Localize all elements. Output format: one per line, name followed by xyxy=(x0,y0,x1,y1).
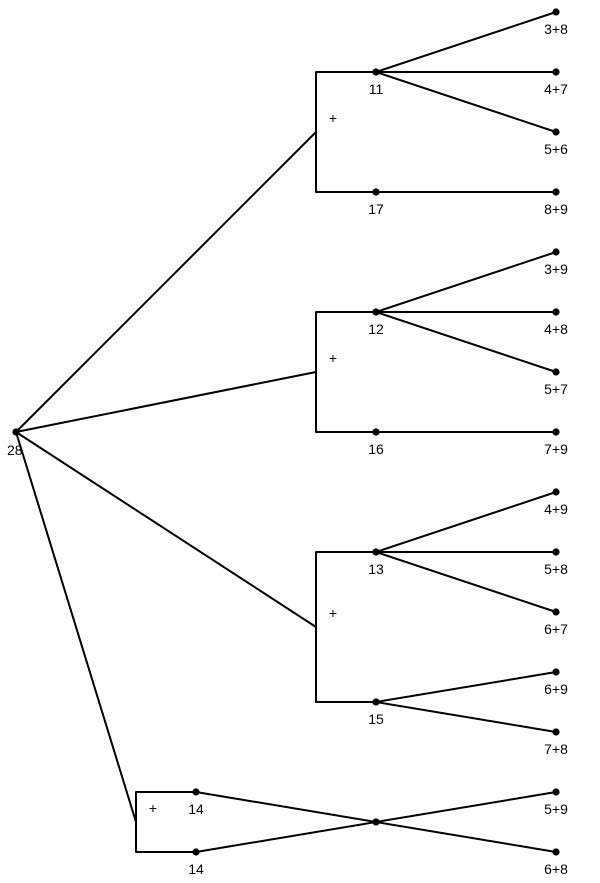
leaf-label-g2-a-2: 4+8 xyxy=(544,321,568,337)
edge-g2-a-leaf1 xyxy=(375,251,557,313)
subtotal-node-g4-a xyxy=(192,788,200,796)
bracket-g1 xyxy=(315,71,377,193)
leaf-node-g2-a-1 xyxy=(552,248,560,256)
leaf-label-g1-b-1: 8+9 xyxy=(544,201,568,217)
leaf-node-g3-a-2 xyxy=(552,548,560,556)
leaf-label-g3-a-2: 5+8 xyxy=(544,561,568,577)
subtotal-node-g4-b xyxy=(192,848,200,856)
plus-sign-g4: + xyxy=(149,800,157,816)
leaf-label-g3-b-2: 7+8 xyxy=(544,741,568,757)
edge-g3-b-leaf2 xyxy=(375,701,557,733)
bracket-g4 xyxy=(135,791,197,853)
plus-sign-g1: + xyxy=(329,110,337,126)
subtotal-node-g2-b xyxy=(372,428,380,436)
edge-root-g4 xyxy=(15,431,137,823)
subtotal-node-g1-b xyxy=(372,188,380,196)
labels: 28 + + + + 11 17 12 16 13 15 14 14 3+8 4… xyxy=(7,21,568,877)
leaf-label-g4-1: 5+9 xyxy=(544,801,568,817)
plus-sign-g3: + xyxy=(329,605,337,621)
leaf-node-g1-a-2 xyxy=(552,68,560,76)
leaf-label-g2-a-3: 5+7 xyxy=(544,381,568,397)
edges xyxy=(15,11,557,853)
leaf-node-g3-a-3 xyxy=(552,608,560,616)
bracket-g2 xyxy=(315,311,377,433)
subtotal-node-g3-a xyxy=(372,548,380,556)
leaf-label-g2-b-1: 7+9 xyxy=(544,441,568,457)
edge-g3-b-leaf1 xyxy=(375,671,557,703)
edge-g1-a-leaf3 xyxy=(375,71,557,133)
leaf-label-g3-b-1: 6+9 xyxy=(544,681,568,697)
leaf-node-g4-2 xyxy=(552,848,560,856)
leaf-node-g1-a-1 xyxy=(552,8,560,16)
subtotal-label-g3-a: 13 xyxy=(368,561,384,577)
edge-g1-a-leaf1 xyxy=(375,11,557,73)
leaf-node-g3-a-1 xyxy=(552,488,560,496)
root-label: 28 xyxy=(7,442,23,458)
leaf-node-g1-b-1 xyxy=(552,188,560,196)
edge-root-g1 xyxy=(15,131,317,433)
subtotal-label-g1-a: 11 xyxy=(369,81,384,97)
subtotal-label-g1-b: 17 xyxy=(368,201,384,217)
leaf-label-g4-2: 6+8 xyxy=(544,861,568,877)
subtotal-label-g2-b: 16 xyxy=(368,441,384,457)
subtotal-label-g4-a: 14 xyxy=(188,801,204,817)
leaf-label-g3-a-3: 6+7 xyxy=(544,621,568,637)
leaf-node-g2-a-3 xyxy=(552,368,560,376)
leaf-node-g3-b-1 xyxy=(552,668,560,676)
subtotal-node-g1-a xyxy=(372,68,380,76)
leaf-node-g3-b-2 xyxy=(552,728,560,736)
root-node xyxy=(12,428,20,436)
subtotal-label-g2-a: 12 xyxy=(368,321,384,337)
leaf-label-g2-a-1: 3+9 xyxy=(544,261,568,277)
nodes xyxy=(12,8,560,856)
leaf-label-g3-a-1: 4+9 xyxy=(544,501,568,517)
edge-root-g3 xyxy=(15,431,317,628)
bracket-g3 xyxy=(315,551,377,703)
edge-g2-a-leaf3 xyxy=(375,311,557,373)
edge-g3-a-leaf1 xyxy=(375,491,557,553)
leaf-node-g4-1 xyxy=(552,788,560,796)
leaf-label-g1-a-3: 5+6 xyxy=(544,141,568,157)
edge-root-g2 xyxy=(15,371,317,433)
leaf-node-g2-b-1 xyxy=(552,428,560,436)
edge-g3-a-leaf3 xyxy=(375,551,557,613)
plus-sign-g2: + xyxy=(329,350,337,366)
subtotal-label-g4-b: 14 xyxy=(188,861,204,877)
subtotal-node-g3-b xyxy=(372,698,380,706)
leaf-node-g1-a-3 xyxy=(552,128,560,136)
leaf-label-g1-a-1: 3+8 xyxy=(544,21,568,37)
subtotal-node-g2-a xyxy=(372,308,380,316)
leaf-node-g2-a-2 xyxy=(552,308,560,316)
leaf-label-g1-a-2: 4+7 xyxy=(544,81,568,97)
crossing-node-g4 xyxy=(372,818,380,826)
subtotal-label-g3-b: 15 xyxy=(368,711,384,727)
